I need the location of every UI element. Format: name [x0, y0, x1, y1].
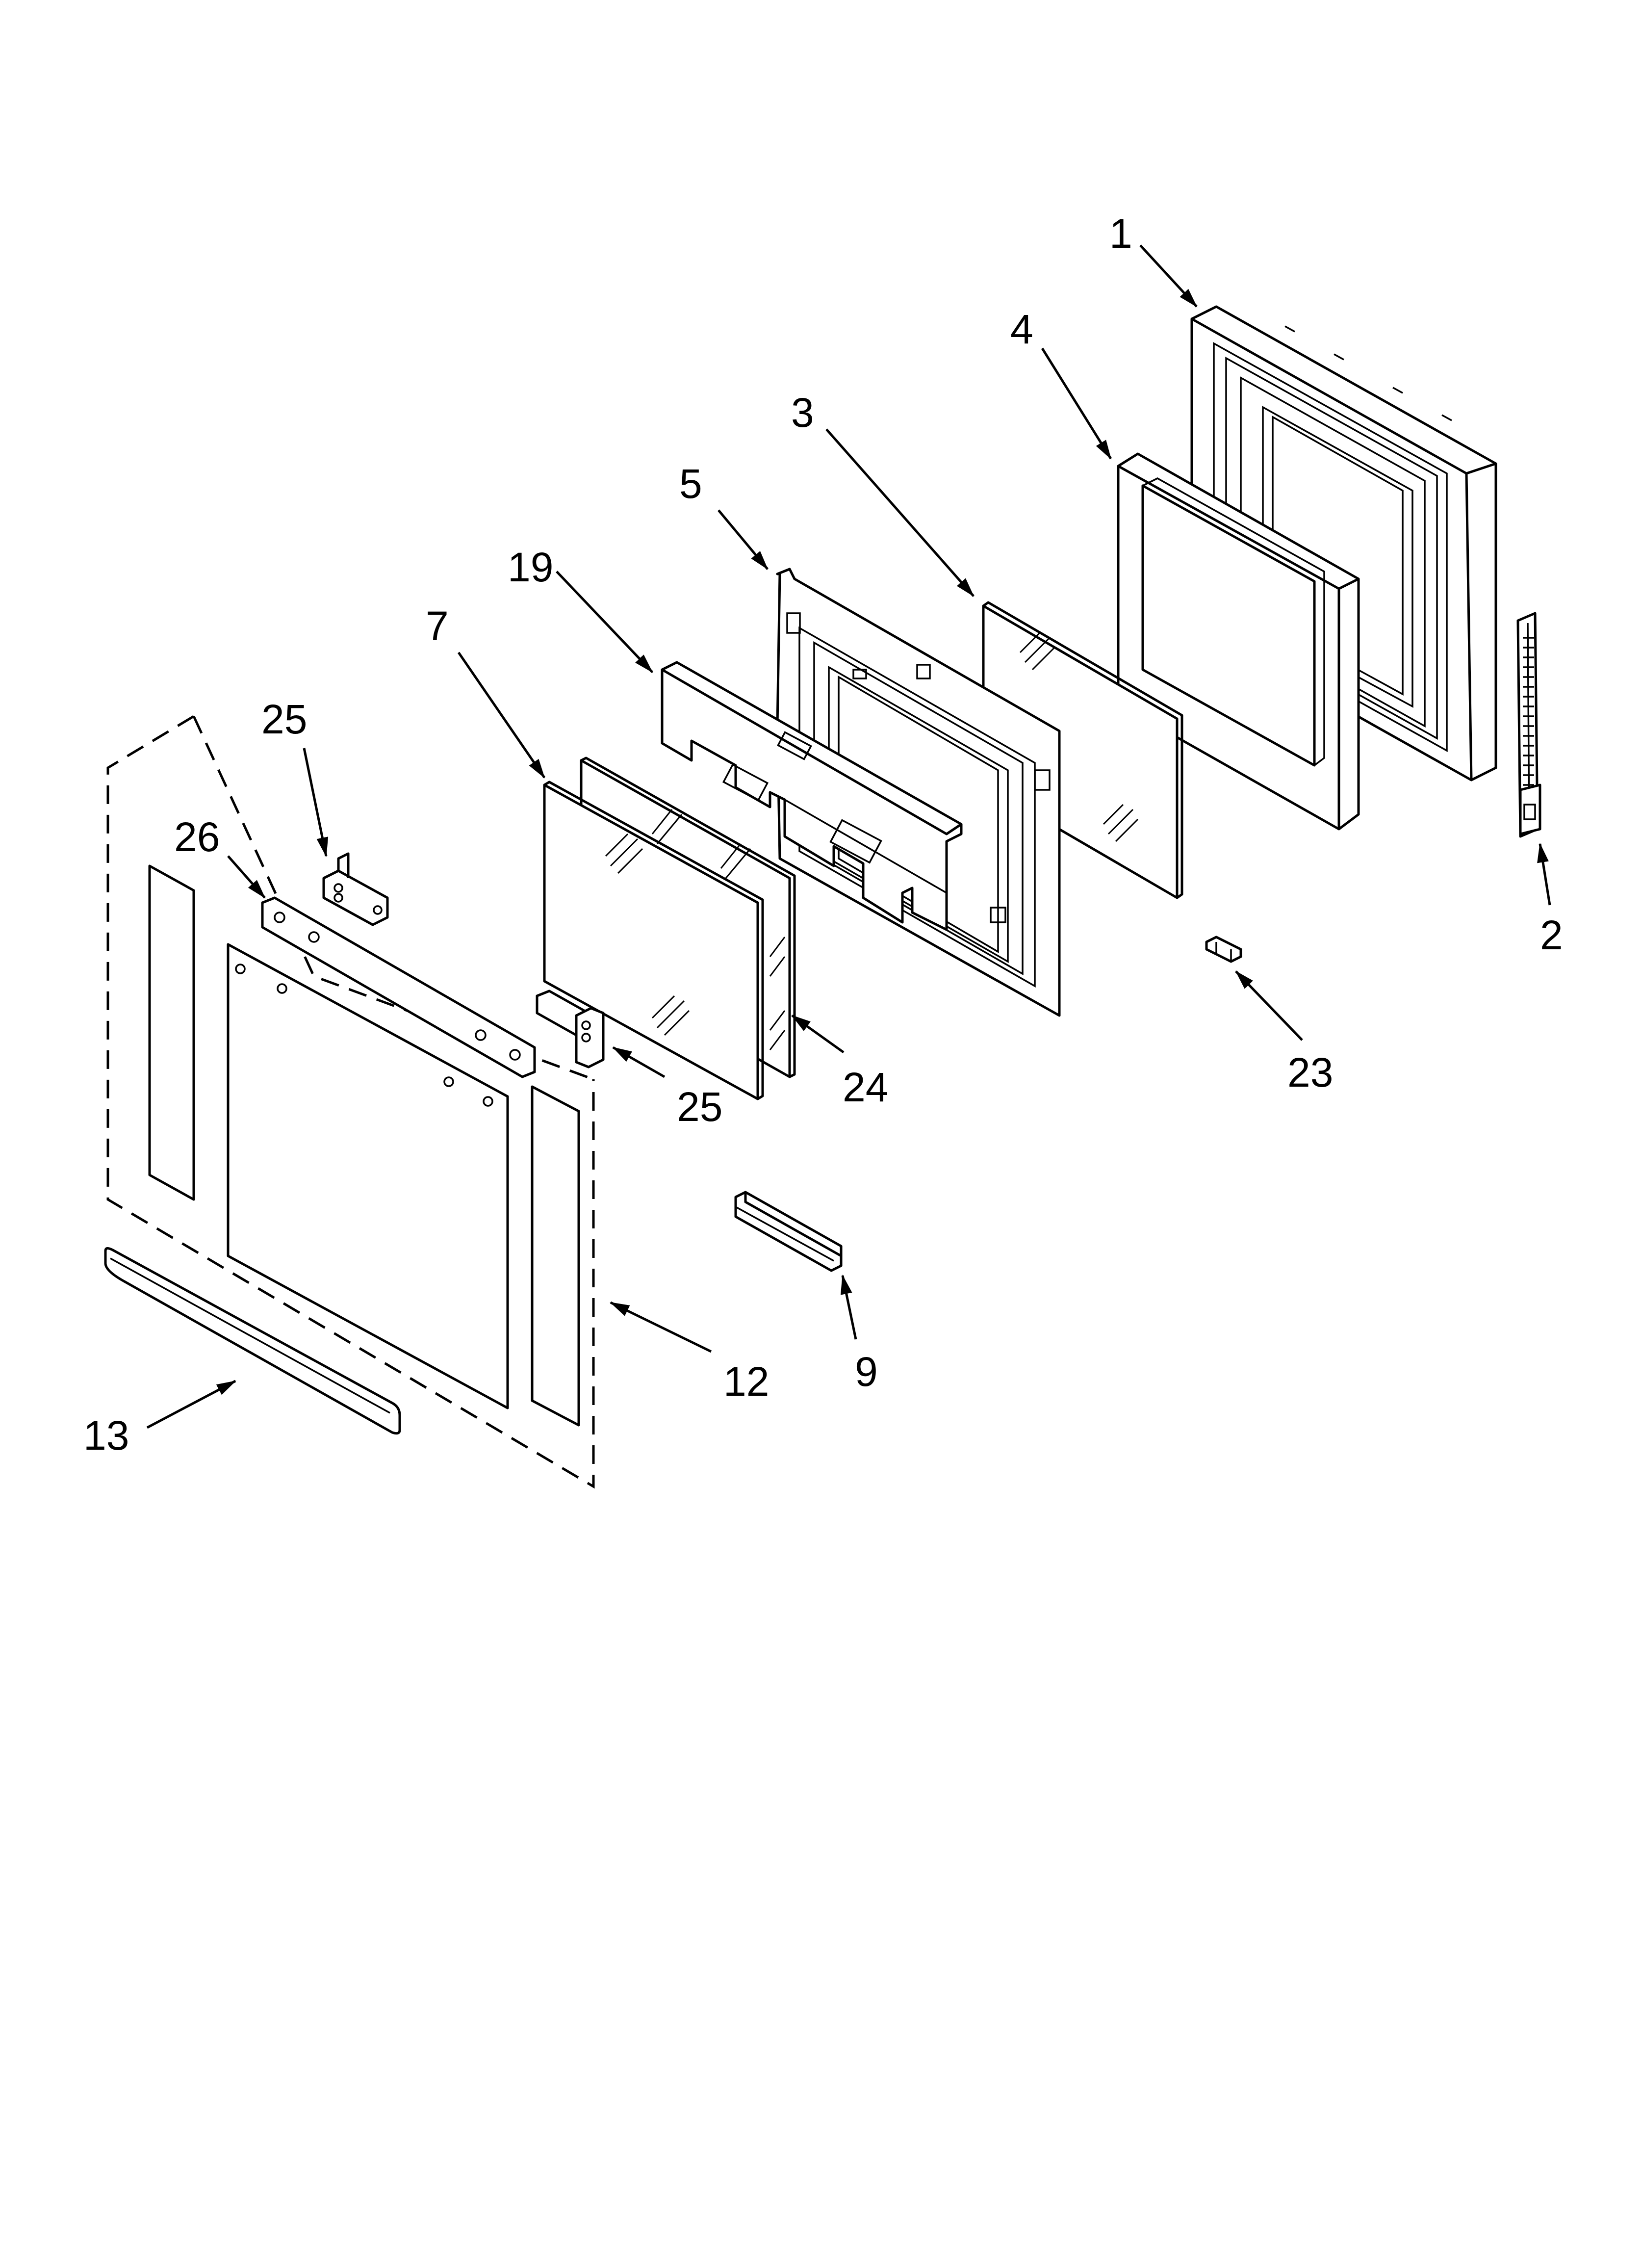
callout-25-upper: 25	[261, 696, 307, 742]
part-19-shield	[661, 661, 963, 931]
part-2-hinge-bar	[1516, 612, 1541, 838]
front-panel	[227, 943, 509, 1409]
part-7-glass	[543, 781, 764, 1100]
callout-26: 26	[174, 814, 220, 860]
part-26-trim-strip	[261, 896, 536, 1078]
part-9-vent	[734, 1191, 843, 1272]
right-side-strip	[531, 1085, 580, 1427]
callout-labels: 1 4 3 5 19 7 25 26 25 24 23 2 9 12 13	[83, 210, 1563, 1459]
part-25-bracket-lower	[536, 990, 605, 1069]
callout-19: 19	[508, 544, 553, 590]
part-25-bracket-upper	[322, 852, 389, 926]
callout-1: 1	[1109, 210, 1132, 257]
callout-3: 3	[791, 390, 814, 436]
callout-24: 24	[843, 1064, 888, 1110]
callout-7: 7	[426, 603, 449, 649]
left-side-strip	[148, 864, 195, 1201]
callout-23: 23	[1287, 1049, 1333, 1095]
part-23-clip	[1205, 936, 1242, 963]
part-3-glass	[982, 601, 1183, 899]
callout-4: 4	[1010, 306, 1033, 352]
part-13-handle	[104, 1247, 401, 1435]
callout-12: 12	[723, 1358, 769, 1405]
leader-lines	[146, 244, 1551, 1429]
callout-5: 5	[679, 461, 702, 507]
callout-2: 2	[1540, 912, 1563, 958]
callout-9: 9	[855, 1349, 878, 1395]
callout-13: 13	[83, 1412, 129, 1459]
callout-25-lower: 25	[677, 1084, 722, 1130]
